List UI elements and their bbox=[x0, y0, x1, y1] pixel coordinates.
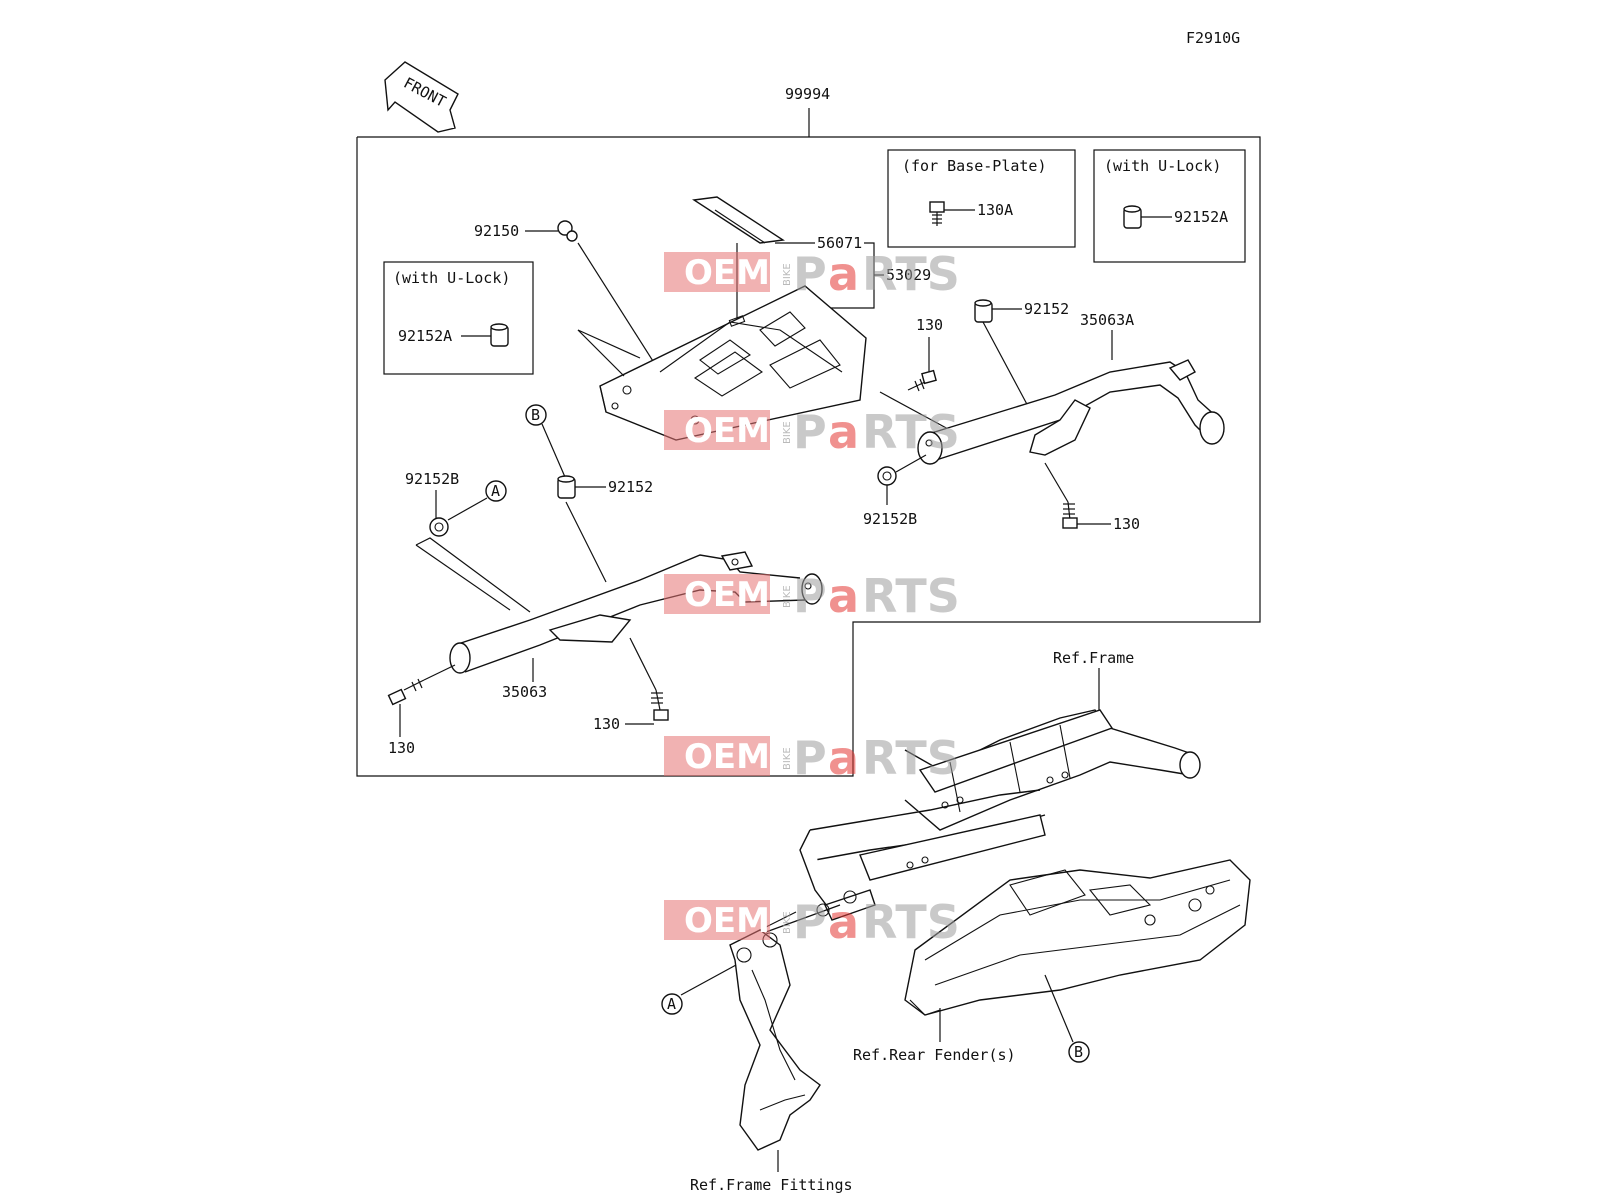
assembly-frame bbox=[356, 136, 1261, 777]
spacer-icon bbox=[974, 299, 993, 323]
svg-text:P: P bbox=[793, 247, 827, 301]
part-130-mid: 130 bbox=[593, 715, 620, 733]
inset-u-lock-right: (with U-Lock) 92152A bbox=[1093, 149, 1246, 263]
part-56071: 56071 bbox=[817, 234, 862, 252]
svg-text:OEM: OEM bbox=[684, 737, 770, 777]
part-35063A: 35063A bbox=[1080, 311, 1134, 329]
rail-right bbox=[917, 359, 1225, 465]
svg-text:P: P bbox=[793, 405, 827, 459]
marker-b-top: B bbox=[525, 404, 547, 426]
part-130-right: 130 bbox=[1113, 515, 1140, 533]
bolt-icon bbox=[1062, 501, 1078, 529]
part-92152B-right: 92152B bbox=[863, 510, 917, 528]
watermark: OEM BIKE P a RTS bbox=[664, 569, 960, 623]
part-130-top: 130 bbox=[916, 316, 943, 334]
svg-text:B: B bbox=[1074, 1043, 1083, 1061]
svg-text:a: a bbox=[828, 247, 859, 301]
svg-text:RTS: RTS bbox=[862, 569, 960, 623]
part-130A: 130A bbox=[977, 201, 1013, 219]
part-130-left: 130 bbox=[388, 739, 415, 757]
inset-base-plate-title: (for Base-Plate) bbox=[902, 157, 1047, 175]
svg-text:BIKE: BIKE bbox=[782, 747, 793, 770]
svg-text:RTS: RTS bbox=[862, 405, 960, 459]
svg-text:RTS: RTS bbox=[862, 895, 960, 949]
svg-text:BIKE: BIKE bbox=[782, 421, 793, 444]
part-92150: 92150 bbox=[474, 222, 519, 240]
part-92152-right: 92152 bbox=[1024, 300, 1069, 318]
part-92152A-left: 92152A bbox=[398, 327, 452, 345]
svg-text:BIKE: BIKE bbox=[782, 585, 793, 608]
inset-u-lock-left-title: (with U-Lock) bbox=[393, 269, 510, 287]
nut-icon bbox=[877, 466, 897, 486]
spacer-icon bbox=[490, 323, 509, 347]
watermark: OEM BIKE P a RTS bbox=[664, 405, 960, 459]
svg-text:OEM: OEM bbox=[684, 253, 770, 293]
part-92152-left: 92152 bbox=[608, 478, 653, 496]
frame bbox=[799, 709, 1201, 921]
spacer-icon bbox=[557, 475, 576, 499]
marker-a-top: A bbox=[485, 480, 507, 502]
inset-u-lock-left: (with U-Lock) 92152A bbox=[383, 261, 534, 375]
ref-rear-fender-label: Ref.Rear Fender(s) bbox=[853, 1046, 1016, 1064]
watermark: OEM BIKE P a RTS bbox=[664, 731, 960, 785]
marker-a-bottom: A bbox=[661, 993, 683, 1015]
svg-text:a: a bbox=[828, 895, 859, 949]
svg-text:a: a bbox=[828, 569, 859, 623]
svg-text:BIKE: BIKE bbox=[782, 911, 793, 934]
svg-text:A: A bbox=[491, 482, 500, 500]
assembly-number: 99994 bbox=[785, 85, 830, 103]
bolt-icon bbox=[907, 369, 937, 392]
front-arrow-icon: FRONT bbox=[384, 61, 459, 133]
bolt-icon bbox=[651, 689, 669, 721]
part-53029: 53029 bbox=[886, 266, 931, 284]
watermark: OEM BIKE P a RTS bbox=[664, 895, 960, 949]
rear-fender bbox=[904, 859, 1251, 1016]
bolt-icon bbox=[387, 678, 425, 706]
label-strip bbox=[692, 196, 785, 244]
part-92152A-right: 92152A bbox=[1174, 208, 1228, 226]
inset-u-lock-right-title: (with U-Lock) bbox=[1104, 157, 1221, 175]
inset-base-plate: (for Base-Plate) 130A bbox=[887, 149, 1076, 248]
svg-text:RTS: RTS bbox=[862, 731, 960, 785]
svg-text:BIKE: BIKE bbox=[782, 263, 793, 286]
svg-text:OEM: OEM bbox=[684, 411, 770, 451]
bolt-icon bbox=[929, 201, 945, 226]
svg-text:a: a bbox=[828, 731, 859, 785]
svg-text:P: P bbox=[793, 731, 827, 785]
svg-text:A: A bbox=[667, 995, 676, 1013]
base-plate bbox=[599, 285, 867, 441]
ref-frame-label: Ref.Frame bbox=[1053, 649, 1134, 667]
svg-text:P: P bbox=[793, 569, 827, 623]
svg-text:a: a bbox=[828, 405, 859, 459]
watermark: OEM BIKE P a RTS bbox=[664, 247, 960, 301]
svg-text:OEM: OEM bbox=[684, 575, 770, 615]
spacer-icon bbox=[1123, 205, 1142, 229]
diagram-code: F2910G bbox=[1186, 29, 1240, 47]
svg-text:RTS: RTS bbox=[862, 247, 960, 301]
svg-text:B: B bbox=[531, 406, 540, 424]
nut-icon bbox=[429, 517, 449, 537]
marker-b-bottom: B bbox=[1068, 1041, 1090, 1063]
part-35063: 35063 bbox=[502, 683, 547, 701]
part-92152B-left: 92152B bbox=[405, 470, 459, 488]
svg-text:P: P bbox=[793, 895, 827, 949]
nut-icon bbox=[557, 220, 578, 242]
ref-frame-fittings-label: Ref.Frame Fittings bbox=[690, 1176, 853, 1194]
frame-fittings bbox=[729, 929, 821, 1151]
svg-text:OEM: OEM bbox=[684, 901, 770, 941]
